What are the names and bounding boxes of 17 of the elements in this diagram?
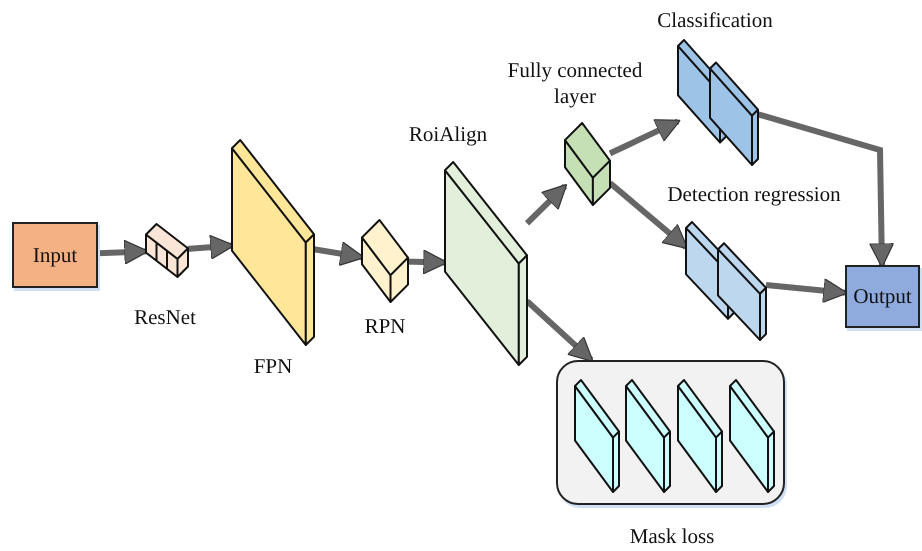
arrow: [608, 118, 681, 156]
node-label: Detection regression: [666, 181, 842, 208]
arrow: [98, 240, 149, 265]
node-label: Classification: [656, 7, 774, 34]
node-label: FPN: [252, 353, 294, 380]
node-label: RPN: [364, 313, 406, 340]
node-label: Fully connected layer: [506, 57, 644, 110]
node-label: ResNet: [133, 304, 197, 331]
feature-plate: [678, 380, 722, 492]
process-box: Input: [12, 222, 98, 288]
node-label: Mask loss: [628, 523, 716, 550]
process-box: Output: [845, 265, 920, 328]
feature-plate: [730, 380, 774, 492]
node-label: RoiAlign: [408, 121, 488, 148]
arrow: [757, 111, 894, 268]
feature-plate: [626, 380, 670, 492]
feature-plate: [575, 380, 619, 492]
